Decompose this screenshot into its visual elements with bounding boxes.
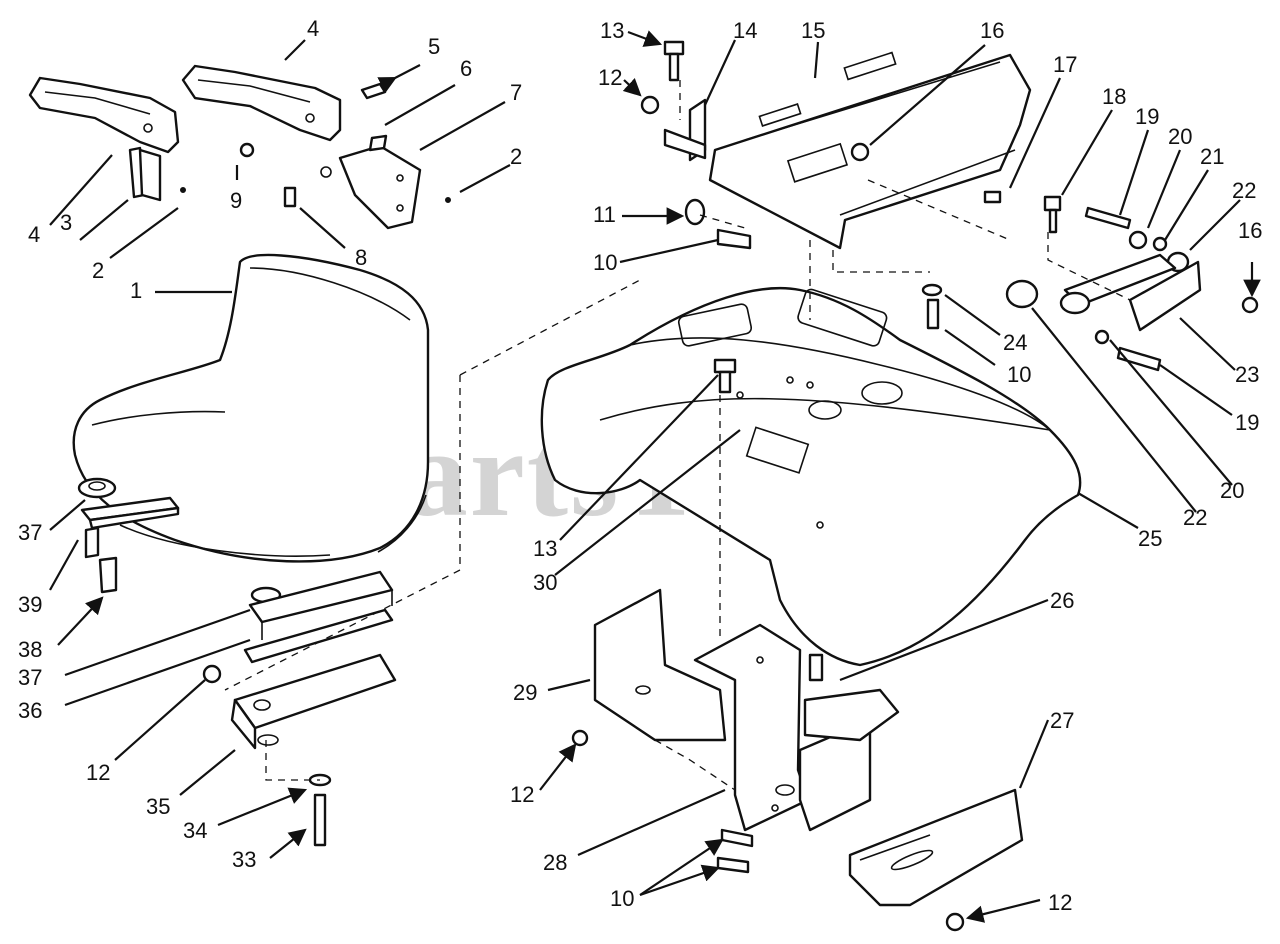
- seat-pivot-hardware: [77, 477, 282, 604]
- label-34: 34: [183, 818, 207, 843]
- label-2b: 2: [92, 258, 104, 283]
- seat-bolt: [308, 773, 332, 847]
- bracket-27: [848, 788, 1024, 907]
- fender-bolt: [921, 283, 943, 330]
- fender-center-bolt: [713, 358, 737, 394]
- label-5: 5: [428, 34, 440, 59]
- label-19: 19: [1135, 104, 1159, 129]
- seat: [72, 253, 430, 563]
- label-13b: 13: [533, 536, 557, 561]
- label-20b: 20: [1220, 478, 1244, 503]
- bracket-29: [593, 588, 727, 742]
- seat-bracket: [663, 51, 1032, 250]
- label-39: 39: [18, 592, 42, 617]
- label-2: 2: [510, 144, 522, 169]
- label-33: 33: [232, 847, 256, 872]
- label-13: 13: [600, 18, 624, 43]
- label-28: 28: [543, 850, 567, 875]
- bracket-28: [693, 623, 872, 832]
- label-16: 16: [980, 18, 1004, 43]
- label-24: 24: [1003, 330, 1027, 355]
- label-6: 6: [460, 56, 472, 81]
- label-12c: 12: [510, 782, 534, 807]
- label-17: 17: [1053, 52, 1077, 77]
- callout-labels: 4 5 6 7 2 4 3 2 9 8 1 13 14 15 16 17 12 …: [18, 16, 1262, 915]
- label-30: 30: [533, 570, 557, 595]
- label-19b: 19: [1235, 410, 1259, 435]
- label-12: 12: [598, 65, 622, 90]
- label-25: 25: [1138, 526, 1162, 551]
- armrest-left: [28, 76, 180, 202]
- bracket-26: [803, 653, 900, 742]
- bracket-hardware: [640, 40, 1002, 250]
- label-9: 9: [230, 188, 242, 213]
- lower-hardware: [571, 729, 965, 932]
- label-4: 4: [307, 16, 319, 41]
- label-36: 36: [18, 698, 42, 723]
- label-18: 18: [1102, 84, 1126, 109]
- assembly-lines: [224, 80, 1131, 791]
- label-37: 37: [18, 520, 42, 545]
- label-27: 27: [1050, 708, 1074, 733]
- armrest-right: [181, 64, 422, 230]
- fender: [540, 286, 1082, 667]
- label-10: 10: [593, 250, 617, 275]
- label-22: 22: [1232, 178, 1256, 203]
- label-10b: 10: [1007, 362, 1031, 387]
- pivot-assembly: [1005, 195, 1259, 372]
- label-21: 21: [1200, 144, 1224, 169]
- label-8: 8: [355, 245, 367, 270]
- leader-lines: [49, 30, 1261, 923]
- armrest-hardware: [180, 82, 451, 208]
- label-37b: 37: [18, 665, 42, 690]
- label-35: 35: [146, 794, 170, 819]
- label-16b: 16: [1238, 218, 1262, 243]
- label-12b: 12: [86, 760, 110, 785]
- label-22b: 22: [1183, 505, 1207, 530]
- label-20: 20: [1168, 124, 1192, 149]
- label-26: 26: [1050, 588, 1074, 613]
- label-12d: 12: [1048, 890, 1072, 915]
- label-38: 38: [18, 637, 42, 662]
- label-10c: 10: [610, 886, 634, 911]
- armrest-bracket: [338, 144, 422, 230]
- label-15: 15: [801, 18, 825, 43]
- label-1: 1: [130, 278, 142, 303]
- label-29: 29: [513, 680, 537, 705]
- label-4b: 4: [28, 222, 40, 247]
- seat-slide: [202, 570, 397, 750]
- label-23: 23: [1235, 362, 1259, 387]
- label-3: 3: [60, 210, 72, 235]
- label-11: 11: [593, 202, 616, 227]
- label-14: 14: [733, 18, 757, 43]
- label-7: 7: [510, 80, 522, 105]
